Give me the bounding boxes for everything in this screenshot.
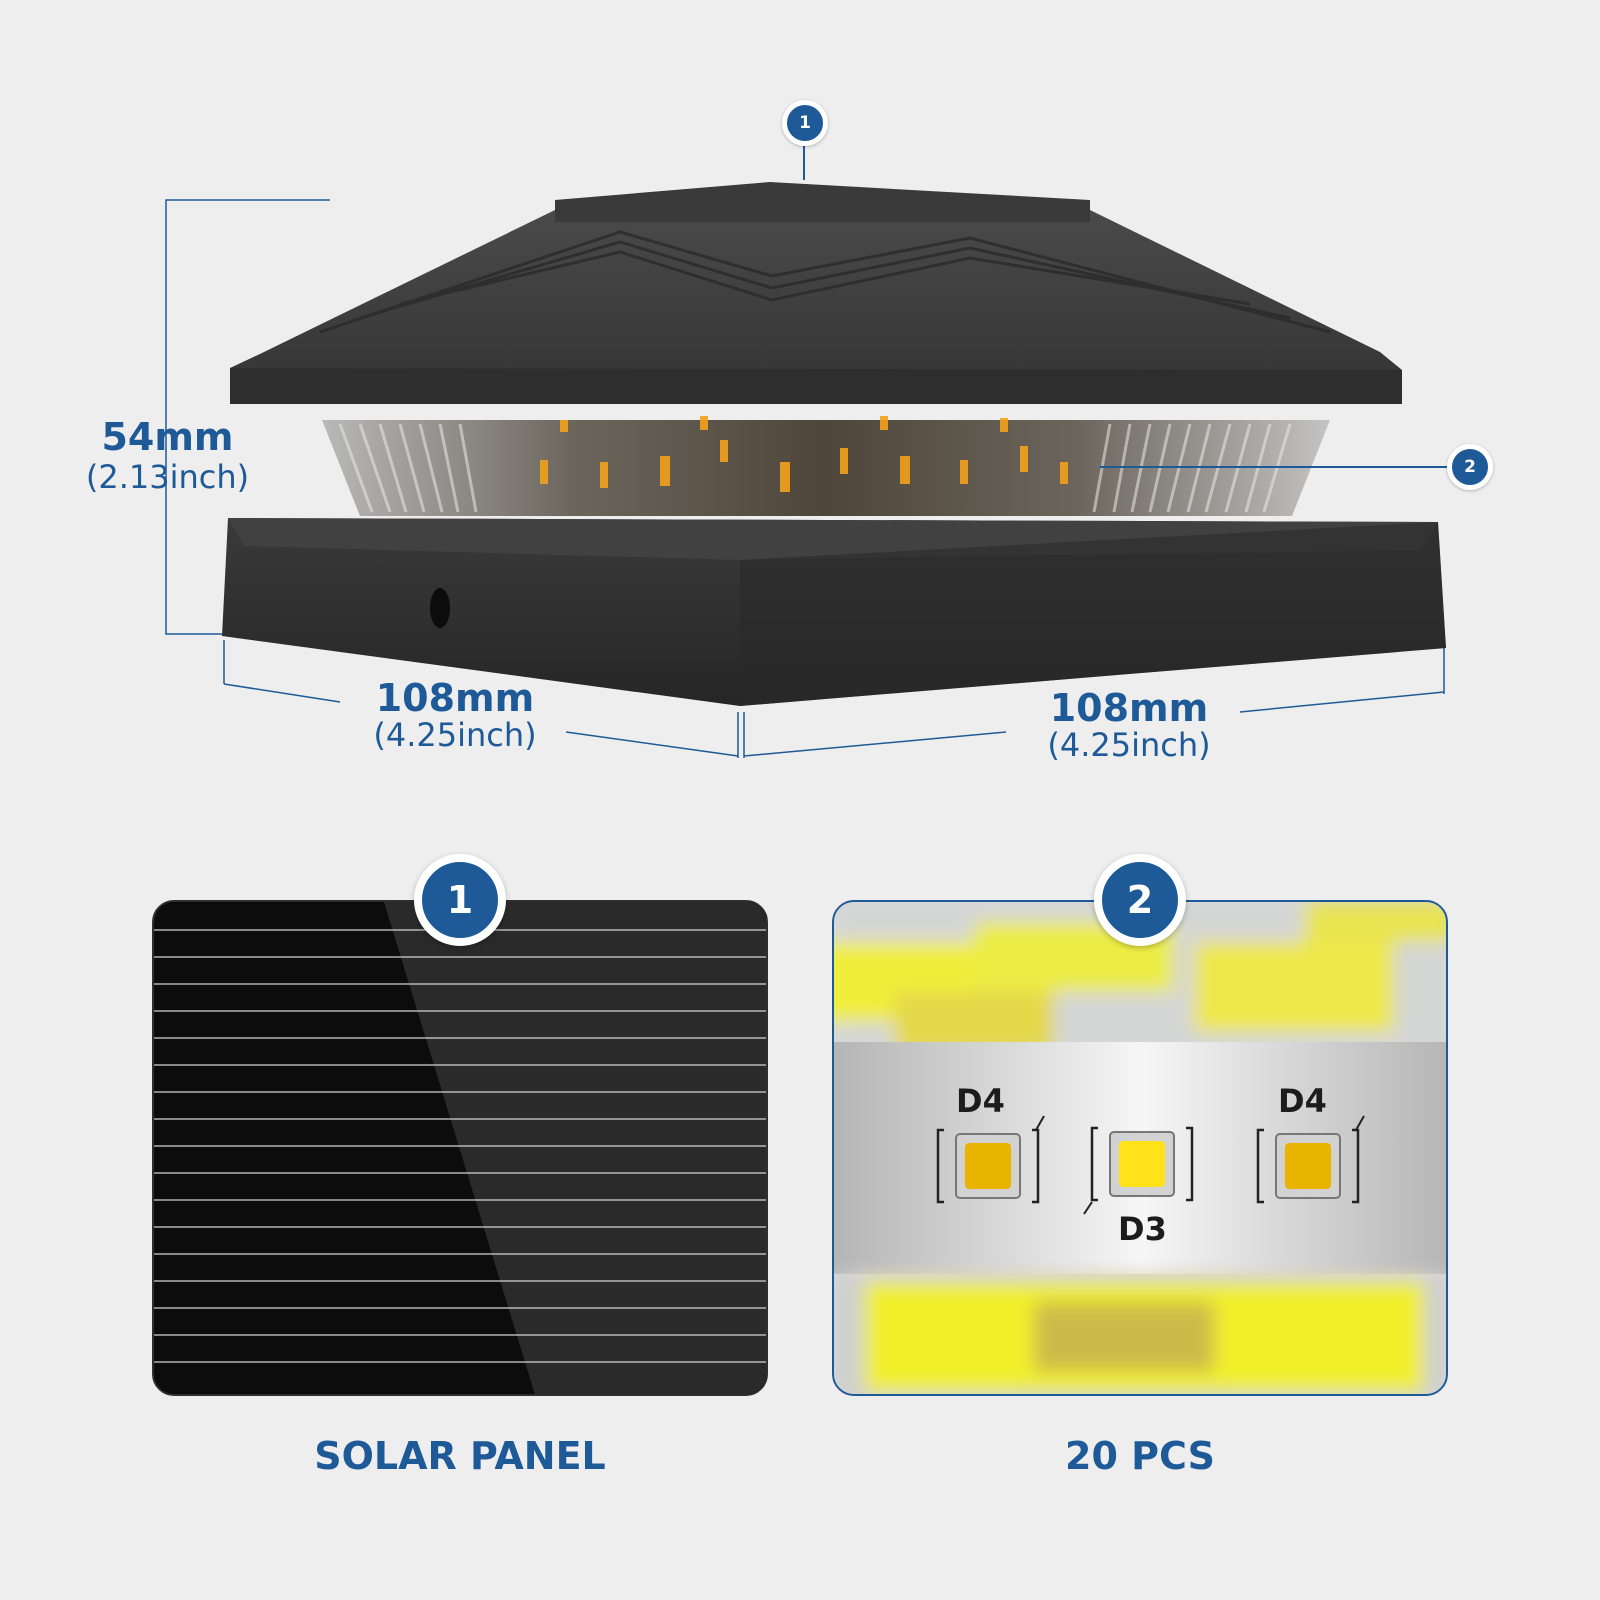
height-value: 54mm <box>101 415 234 459</box>
height-imperial: (2.13inch) <box>85 458 250 496</box>
depth-value: 108mm <box>375 676 535 720</box>
callout-marker-top: 1 <box>782 100 828 146</box>
callout-marker-side: 2 <box>1447 444 1493 490</box>
width-value: 108mm <box>1049 686 1209 730</box>
solar-post-light-illustration <box>165 146 1452 758</box>
led-right-label: D4 <box>1278 1082 1327 1120</box>
post-cap-base <box>222 518 1446 706</box>
depth-dimension-line <box>223 640 739 758</box>
led-center-label: D3 <box>1118 1210 1167 1248</box>
led-chip-image <box>832 900 1448 1396</box>
led-left-label: D4 <box>956 1082 1005 1120</box>
width-imperial: (4.25inch) <box>1047 726 1211 764</box>
depth-imperial: (4.25inch) <box>373 716 537 754</box>
solar-panel-caption: SOLAR PANEL <box>314 1434 606 1478</box>
height-dimension-line <box>165 199 330 635</box>
solar-panel-badge: 1 <box>414 854 506 946</box>
led-chip-center <box>1083 1126 1194 1215</box>
solar-panel-cells <box>154 902 766 1394</box>
led-count-caption: 20 PCS <box>1065 1434 1215 1478</box>
led-chip-left <box>936 1115 1045 1204</box>
post-cap-roof <box>230 182 1402 404</box>
width-dimension-line <box>743 648 1445 758</box>
led-chip-closeup <box>834 902 1446 1394</box>
led-badge: 2 <box>1094 854 1186 946</box>
screw-hole <box>430 588 450 628</box>
solar-panel-image <box>152 900 768 1396</box>
led-chip-right <box>1256 1115 1365 1204</box>
